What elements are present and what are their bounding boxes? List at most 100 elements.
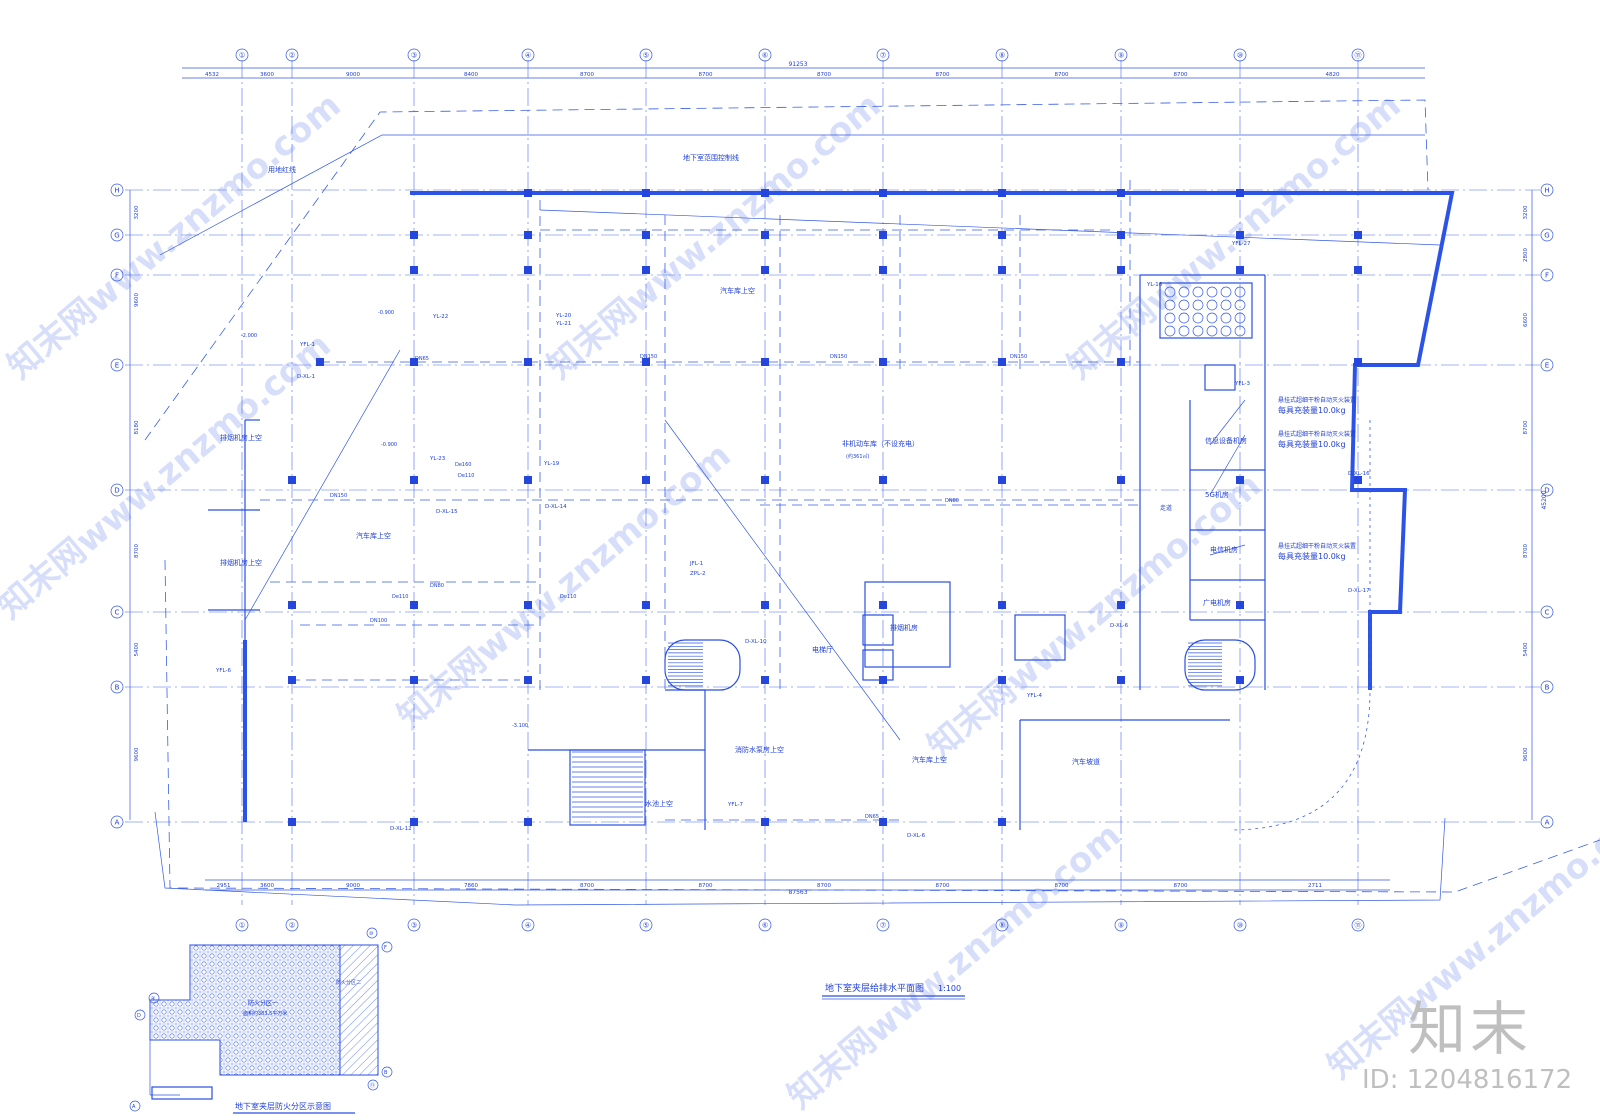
- column: [1354, 476, 1362, 484]
- column: [998, 818, 1006, 826]
- corridor-label: 走道: [1160, 504, 1172, 512]
- dimension-span: 8700: [817, 883, 831, 889]
- fire-pump-void-label: 消防水泵房上空: [735, 745, 784, 754]
- axis-bubble: [521, 918, 535, 932]
- fire-zone-1-label: 防火分区一: [248, 999, 278, 1007]
- axis-bubble: [285, 918, 299, 932]
- elevation-label: -0.900: [378, 310, 394, 316]
- fire-extinguisher-capacity: 每具充装量10.0kg: [1278, 439, 1346, 449]
- axis-bubble: [876, 48, 890, 62]
- dimension-span: 8700: [936, 883, 950, 889]
- pipe-size-label: DN150: [830, 354, 847, 360]
- column: [288, 676, 296, 684]
- column: [998, 266, 1006, 274]
- site-red-line-label: 用地红线: [268, 165, 296, 174]
- dimension-span: 8180: [134, 420, 140, 434]
- dimension-span: 2800: [1523, 248, 1529, 262]
- axis-bubble: [110, 483, 124, 497]
- fixture-circle: [1192, 325, 1204, 337]
- axis-label: A: [115, 819, 120, 827]
- column: [410, 676, 418, 684]
- brand-logo: 知末: [1408, 995, 1533, 1063]
- column: [642, 676, 650, 684]
- fire-zone-2-label: 防火分区二: [336, 979, 361, 986]
- axis-bubble: [235, 48, 249, 62]
- fixture-circle: [1234, 286, 1246, 298]
- fixture-circle: [1192, 299, 1204, 311]
- axis-label: ①: [239, 922, 245, 930]
- column: [524, 676, 532, 684]
- fixture-circle: [1164, 312, 1176, 324]
- pipe-size-label: De160: [455, 462, 471, 468]
- column: [288, 818, 296, 826]
- fire-extinguisher-capacity: 每具充装量10.0kg: [1278, 551, 1346, 561]
- equipment-fixtures: [1159, 282, 1371, 831]
- fixture-circle: [1206, 286, 1218, 298]
- axis-bubble: [1540, 268, 1554, 282]
- riser-tag: D-XL-6: [907, 833, 926, 839]
- drawing-title-block: 地下室夹层给排水平面图 1:100: [822, 982, 965, 1000]
- dimension-span: 3200: [134, 205, 140, 219]
- smoke-room-label: 排烟机房上空: [220, 433, 262, 442]
- dimension-span: 6600: [1523, 313, 1529, 327]
- column: [524, 476, 532, 484]
- pipe-size-label: De110: [560, 594, 576, 600]
- right-total-dim: 45200: [1541, 490, 1548, 509]
- column: [642, 266, 650, 274]
- dimension-span: 8700: [936, 72, 950, 78]
- riser-tag: YFL-4: [1026, 693, 1042, 699]
- axis-label: ⑩: [1237, 922, 1243, 930]
- column: [761, 476, 769, 484]
- inset-title: 地下室夹层防火分区示意图: [235, 1101, 331, 1111]
- bottom-total-dim: 87563: [788, 889, 807, 896]
- axis-bubble: [110, 268, 124, 282]
- fixture-circle: [1192, 312, 1204, 324]
- column: [524, 231, 532, 239]
- equipment-room-label: 信息设备机房: [1205, 436, 1247, 445]
- dimension-span: 8700: [1174, 883, 1188, 889]
- fire-extinguisher-capacity: 每具充装量10.0kg: [1278, 405, 1346, 415]
- column: [524, 189, 532, 197]
- column: [998, 601, 1006, 609]
- pipe-tags: YFL-1 YFL-6 YFL-7 YL-22 YL-23 YL-19 YL-2…: [215, 241, 1370, 839]
- column: [761, 676, 769, 684]
- pipe-size-label: DN65: [415, 356, 429, 362]
- axis-label: ⑨: [1118, 922, 1124, 930]
- column: [1117, 189, 1125, 197]
- column: [642, 189, 650, 197]
- dimension-span: 8700: [580, 72, 594, 78]
- axis-bubble: [995, 918, 1009, 932]
- column: [761, 818, 769, 826]
- axis-label: ⑥: [762, 52, 768, 60]
- svg-text:⑩: ⑩: [369, 931, 374, 937]
- riser-tag: JFL-1: [689, 561, 703, 567]
- axis-bubble: [407, 48, 421, 62]
- dimension-span: 3600: [260, 72, 274, 78]
- axis-bubble: [995, 48, 1009, 62]
- riser-tag: YL-19: [543, 461, 560, 467]
- column: [410, 231, 418, 239]
- svg-text:A: A: [132, 1104, 136, 1110]
- column: [1117, 476, 1125, 484]
- axis-bubble: [1540, 815, 1554, 829]
- dimension-span: 4820: [1326, 72, 1340, 78]
- dimension-span: 8700: [580, 883, 594, 889]
- axis-label: ⑧: [999, 52, 1005, 60]
- interior-walls: [208, 274, 1266, 830]
- riser-tag: YFL-6: [215, 668, 231, 674]
- fire-extinguisher-label: 悬挂式超细干粉自动灭火装置: [1278, 396, 1356, 404]
- fixture-circle: [1234, 325, 1246, 337]
- column: [879, 476, 887, 484]
- column: [1236, 189, 1244, 197]
- column: [410, 266, 418, 274]
- fire-extinguisher-label: 悬挂式超细干粉自动灭火装置: [1278, 542, 1356, 550]
- column: [1236, 676, 1244, 684]
- building-outline: [243, 191, 1455, 822]
- axis-bubble: [758, 918, 772, 932]
- site-boundary: [144, 99, 1600, 906]
- fixture-circle: [1220, 286, 1232, 298]
- dimension-span: 4532: [205, 72, 219, 78]
- column: [998, 231, 1006, 239]
- pipe-size-label: De110: [458, 473, 474, 479]
